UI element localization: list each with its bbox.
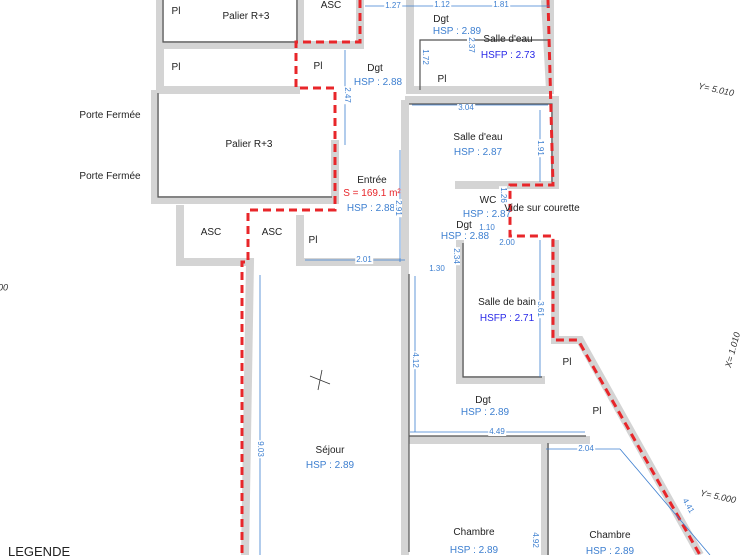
room-hsp: HSP : 2.89 [305, 460, 355, 471]
room-dgt: Dgt [475, 395, 491, 406]
dimension-label: 2.01 [355, 255, 373, 264]
walls [151, 0, 704, 555]
room-pl: Pl [308, 235, 318, 246]
room-palier: Palier R+3 [225, 139, 273, 150]
boundary-dashed [240, 0, 702, 555]
room-chambre: Chambre [589, 530, 631, 541]
room-hsp: HSP : 2.88 [353, 77, 403, 88]
room-asc: ASC [261, 227, 283, 238]
room-hsfp: HSFP : 2.71 [479, 313, 535, 324]
dimension-label: 3.04 [457, 103, 475, 112]
room-hsp: HSP : 2.89 [432, 26, 482, 37]
room-sejour: Séjour [315, 445, 345, 456]
room-dgt: Dgt [367, 63, 383, 74]
dimension-label: 3.61 [536, 300, 545, 318]
dimension-label: 2.91 [394, 199, 403, 217]
dimension-label: 2.37 [467, 36, 476, 54]
dimension-label: 2.04 [577, 444, 595, 453]
room-hsp: HSP : 2.88 [440, 231, 490, 242]
label-porte-fermee: Porte Fermée [79, 110, 141, 121]
axis-left-cut: 00 [0, 282, 9, 293]
dimension-label: 4.12 [411, 351, 420, 369]
room-entree: Entrée [357, 175, 387, 186]
dimension-label: 2.47 [343, 86, 352, 104]
room-hsp: HSP : 2.87 [453, 147, 503, 158]
room-pl: Pl [313, 61, 323, 72]
room-wc: WC [479, 195, 497, 206]
legend-title: LEGENDE [8, 544, 71, 559]
room-pl: Pl [437, 74, 447, 85]
dimension-label: 1.30 [428, 264, 446, 273]
room-pl: Pl [171, 6, 181, 17]
dimension-label: 1.10 [478, 223, 496, 232]
dimension-label: 1.81 [492, 0, 510, 9]
room-hsp: HSP : 2.89 [460, 407, 510, 418]
room-pl: Pl [562, 357, 572, 368]
room-salle-eau: Salle d'eau [453, 132, 503, 143]
dimension-label: 4.92 [531, 531, 540, 549]
dimension-label: 4.49 [488, 427, 506, 436]
room-dgt: Dgt [433, 14, 449, 25]
dimension-label: 2.00 [498, 238, 516, 247]
dimension-label: 1.12 [433, 0, 451, 9]
dimension-label: 1.27 [384, 1, 402, 10]
dimension-label: 2.34 [452, 247, 461, 265]
room-pl: Pl [592, 406, 602, 417]
dimension-label: 1.26 [499, 186, 508, 204]
room-hsp: HSP : 2.87 [462, 209, 512, 220]
room-palier: Palier R+3 [222, 11, 270, 22]
label-porte-fermee: Porte Fermée [79, 171, 141, 182]
room-asc: ASC [320, 0, 342, 11]
center-cross [309, 369, 331, 391]
room-salle-eau: Salle d'eau [483, 34, 533, 45]
dimension-label: 9.03 [256, 440, 265, 458]
room-asc: ASC [200, 227, 222, 238]
room-hsp: HSP : 2.89 [449, 545, 499, 556]
dimension-label: 1.91 [536, 139, 545, 157]
dimension-label: 1.72 [421, 48, 430, 66]
room-hsfp: HSFP : 2.73 [480, 50, 536, 61]
total-surface: S = 169.1 m² [343, 188, 401, 199]
room-hsp: HSP : 2.88 [346, 203, 396, 214]
room-salle-de-bain: Salle de bain [478, 297, 536, 308]
room-hsp: HSP : 2.89 [585, 546, 635, 557]
room-dgt: Dgt [456, 220, 472, 231]
room-pl: Pl [171, 62, 181, 73]
room-chambre: Chambre [453, 527, 495, 538]
label-vide-courette: Vide sur courette [504, 203, 580, 214]
